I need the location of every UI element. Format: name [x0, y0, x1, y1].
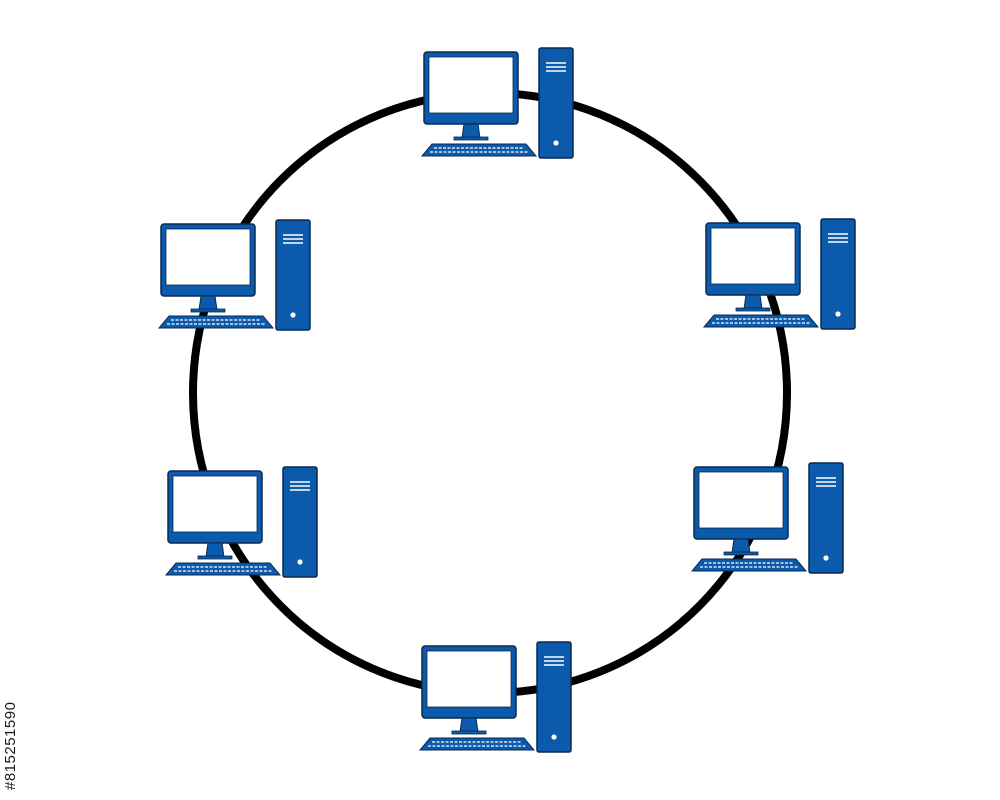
- stock-image-id: #815251590: [2, 701, 19, 790]
- desktop-computer-icon: [158, 219, 311, 331]
- ring-cable: [189, 89, 791, 697]
- desktop-computer-icon: [691, 462, 844, 574]
- desktop-computer-icon: [419, 641, 572, 753]
- desktop-computer-icon: [421, 47, 574, 159]
